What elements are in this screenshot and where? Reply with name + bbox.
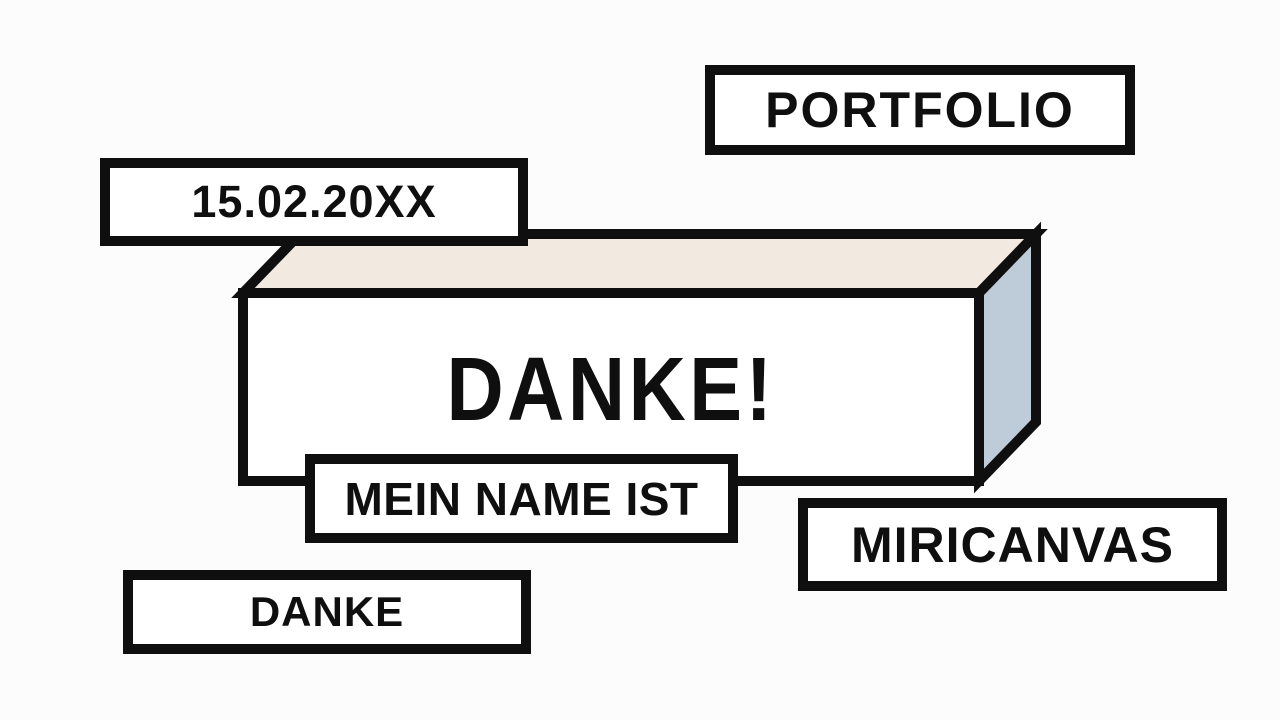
brand-label: MIRICANVAS [851,516,1174,573]
portfolio-label-box: PORTFOLIO [705,65,1135,155]
portfolio-label: PORTFOLIO [765,82,1075,138]
thanks-label-box: DANKE [123,570,531,654]
brand-label-box: MIRICANVAS [798,498,1227,591]
name-intro-label: MEIN NAME IST [344,472,699,525]
thanks-label: DANKE [249,588,405,635]
3d-box-front-face [238,288,984,486]
date-label-box: 15.02.20XX [100,158,528,246]
date-label: 15.02.20XX [191,176,437,227]
name-intro-label-box: MEIN NAME IST [305,454,738,543]
